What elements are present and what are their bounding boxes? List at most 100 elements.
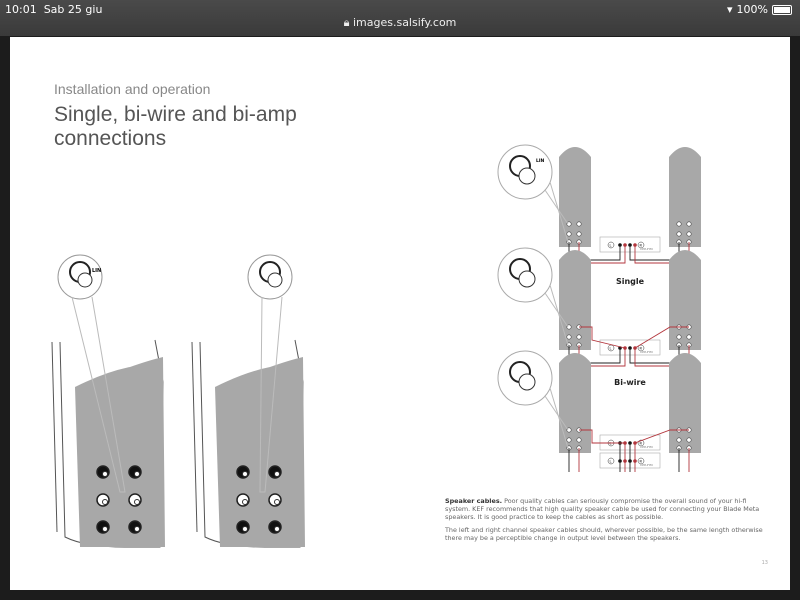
channel-length-text: The left and right channel speaker cable… xyxy=(445,526,763,542)
post-cap xyxy=(242,526,248,532)
speaker-cutaway: LIN xyxy=(51,254,165,548)
status-time: 10:01 Sab 25 giu xyxy=(5,3,102,16)
knob xyxy=(518,270,536,288)
amplifier-label: AMPLIFIER xyxy=(640,350,653,354)
pointer-line xyxy=(549,181,569,243)
terminal xyxy=(676,437,682,443)
battery-icon xyxy=(772,4,792,15)
speaker-panel xyxy=(75,357,165,547)
left-channel-icon xyxy=(607,457,615,465)
terminal xyxy=(576,437,582,443)
terminal xyxy=(566,334,572,340)
terminal xyxy=(676,221,682,227)
page-number: 13 xyxy=(761,560,768,566)
cable-black xyxy=(629,242,680,261)
post-cap xyxy=(274,471,280,477)
amp-terminal xyxy=(628,243,632,247)
address-bar[interactable]: 🔒︎ images.salsify.com xyxy=(0,16,800,30)
terminal xyxy=(686,437,692,443)
speaker-icon xyxy=(559,147,591,247)
cable-black xyxy=(568,345,621,364)
config-single: AMPLIFIER L R LIN Single xyxy=(497,144,701,286)
time: 10:01 xyxy=(5,3,37,16)
post-cap xyxy=(274,526,280,532)
right-channel-icon xyxy=(637,344,645,352)
config-label: Single xyxy=(616,277,645,286)
cable-red xyxy=(579,326,626,349)
terminal xyxy=(686,334,692,340)
terminal xyxy=(566,231,572,237)
speaker-icon xyxy=(559,353,591,453)
cable-red xyxy=(579,429,625,444)
post-cap xyxy=(134,471,140,477)
terminal xyxy=(576,231,582,237)
knob xyxy=(77,272,93,288)
speaker-icon xyxy=(669,147,701,247)
page-title: Single, bi-wire and bi-amp connections xyxy=(54,103,297,150)
lin-label: LIN xyxy=(536,158,545,164)
post-cap xyxy=(274,499,280,505)
section-heading: Installation and operation xyxy=(54,81,211,97)
post-cap xyxy=(134,499,140,505)
right-label: R xyxy=(640,347,643,351)
pointer-lines xyxy=(71,296,126,493)
left-channel-icon xyxy=(607,241,615,249)
terminal xyxy=(576,334,582,340)
right-label: R xyxy=(640,244,643,248)
pointer-line xyxy=(549,387,569,449)
left-label: L xyxy=(610,460,612,464)
cable-red xyxy=(578,443,626,472)
cable-red xyxy=(634,443,690,472)
speaker-cables-text: Speaker cables. Poor quality cables can … xyxy=(445,497,765,547)
amplifier-label: AMPLIFIER xyxy=(640,463,653,467)
document-page: Installation and operation Single, bi-wi… xyxy=(10,37,790,590)
post-cap xyxy=(102,471,108,477)
post-cap xyxy=(242,499,248,505)
knob xyxy=(518,373,536,391)
terminal xyxy=(686,221,692,227)
cable-red xyxy=(634,429,689,444)
pointer-line xyxy=(544,189,569,225)
amplifier-label: AMPLIFIER xyxy=(640,445,653,449)
terminal xyxy=(566,437,572,443)
config-bi-amp: AMPLIFIERLRAMPLIFIERLRBi-amp xyxy=(497,350,701,472)
left-label: L xyxy=(610,347,612,351)
pointer-line xyxy=(544,292,569,328)
post-cap xyxy=(102,499,108,505)
terminal xyxy=(566,427,572,433)
amplifier-label: AMPLIFIER xyxy=(640,247,653,251)
terminal xyxy=(676,334,682,340)
speaker-icon xyxy=(669,353,701,453)
cable-black xyxy=(568,242,621,261)
pointer-lines xyxy=(259,296,283,493)
amp-terminal xyxy=(618,243,622,247)
speaker-edge xyxy=(191,341,198,533)
amp-terminal xyxy=(623,243,627,247)
pointer-line xyxy=(544,395,569,431)
battery-percent: 100% xyxy=(736,3,768,16)
speaker-cutaway xyxy=(191,254,305,548)
url-text: images.salsify.com xyxy=(352,16,457,29)
post-cap xyxy=(242,471,248,477)
post-cap xyxy=(134,526,140,532)
speaker-cables-body: Poor quality cables can seriously compro… xyxy=(445,497,760,521)
status-bar: 10:01 Sab 25 giu ▾ 100% 🔒︎ images.salsif… xyxy=(0,0,800,36)
knob xyxy=(267,272,283,288)
speaker-icon xyxy=(559,250,591,350)
terminal xyxy=(676,231,682,237)
terminal-illustration: LIN xyxy=(51,254,305,548)
cable-black xyxy=(629,345,680,364)
speaker-cables-heading: Speaker cables. xyxy=(445,497,503,505)
terminal xyxy=(576,221,582,227)
amp-terminal xyxy=(633,243,637,247)
right-channel-icon xyxy=(637,241,645,249)
terminal xyxy=(566,221,572,227)
cable-black xyxy=(629,443,680,472)
left-label: L xyxy=(610,244,612,248)
status-right: ▾ 100% xyxy=(727,3,792,16)
cable-black xyxy=(568,443,621,472)
knob xyxy=(518,167,536,185)
terminal xyxy=(686,231,692,237)
cable-red xyxy=(634,326,689,349)
